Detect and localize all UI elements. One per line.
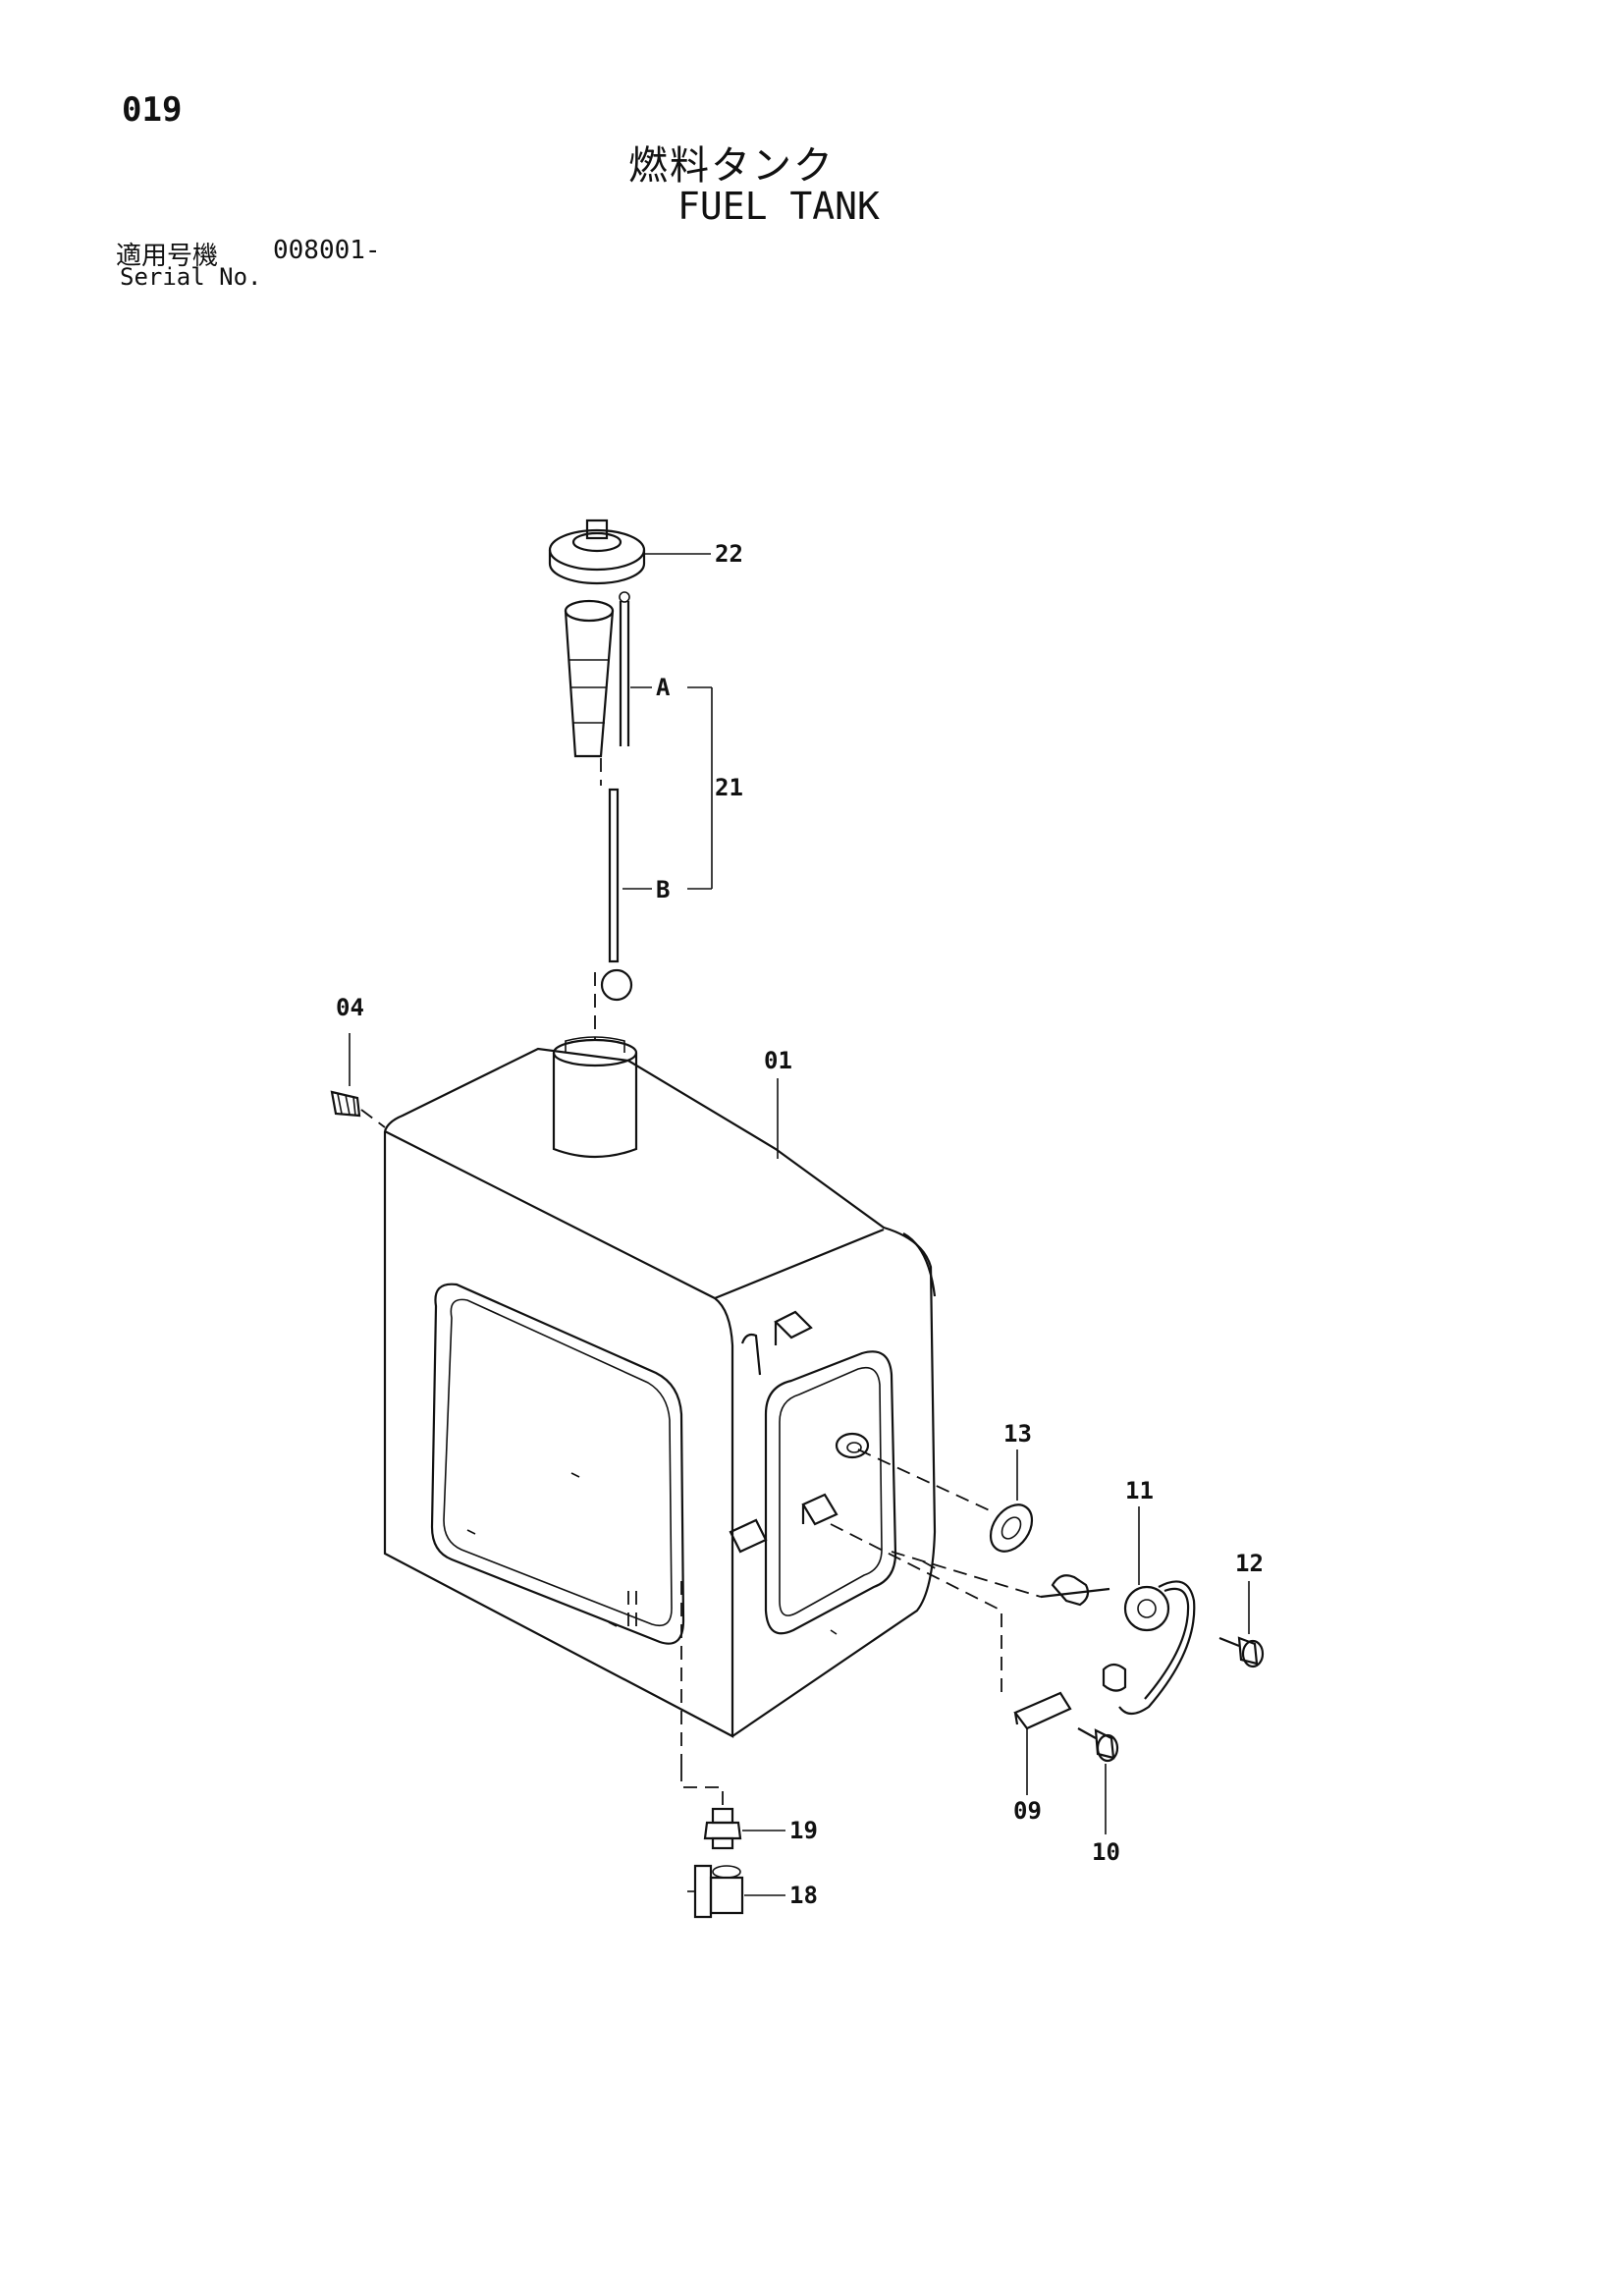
page-number: 019 <box>122 90 183 130</box>
callout-label-19: 19 <box>789 1817 818 1844</box>
fuel-tank-part <box>383 1036 942 1768</box>
level-gauge-part <box>594 758 633 1041</box>
callout-label-21: 21 <box>715 774 743 801</box>
callout-label-11: 11 <box>1125 1477 1154 1504</box>
callout-bracket-21 <box>622 686 713 890</box>
callout-label-13: 13 <box>1003 1420 1032 1448</box>
gasket-13-part <box>857 1449 1034 1553</box>
plug-04-part <box>330 1033 386 1128</box>
drain-nipple-19-part <box>680 1768 785 1850</box>
serial-label-english: Serial No. <box>120 263 262 291</box>
title-japanese: 燃料タンク <box>628 143 835 189</box>
callout-label-04: 04 <box>336 994 364 1021</box>
callout-label-22: 22 <box>715 540 743 568</box>
drain-valve-18-part <box>687 1864 785 1919</box>
serial-label-japanese: 適用号機 <box>116 242 219 271</box>
callout-label-a: A <box>656 674 671 701</box>
fuel-sensor-11-part <box>891 1506 1196 1716</box>
serial-number-value: 008001- <box>273 236 381 265</box>
bolt-12-part <box>1218 1581 1265 1668</box>
bracket-09-part <box>830 1523 1072 1795</box>
strainer-part <box>564 591 630 758</box>
title-english: FUEL TANK <box>677 185 880 228</box>
callout-label-01: 01 <box>764 1047 792 1074</box>
callout-label-12: 12 <box>1235 1550 1264 1577</box>
callout-label-18: 18 <box>789 1882 818 1909</box>
callout-label-b: B <box>656 876 670 903</box>
bolt-10-part <box>1077 1727 1119 1834</box>
filler-cap-part <box>548 519 711 585</box>
callout-label-10: 10 <box>1092 1838 1120 1866</box>
callout-label-09: 09 <box>1013 1797 1042 1825</box>
